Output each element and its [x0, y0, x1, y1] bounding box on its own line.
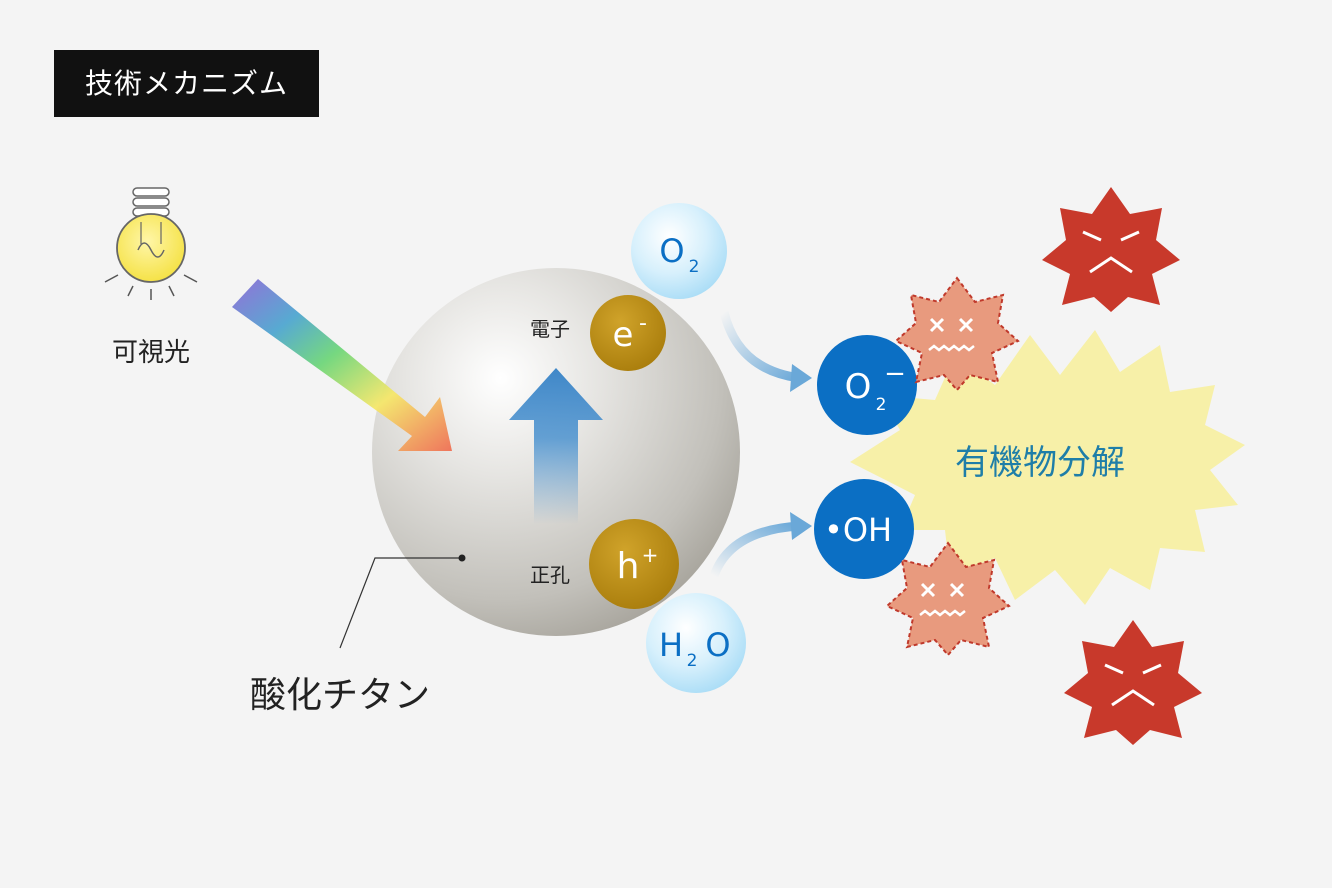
superoxide-sub: 2 — [876, 395, 887, 415]
hole-symbol: h — [617, 546, 640, 587]
hydroxyl-label: •OH — [824, 511, 892, 549]
hole-label: 正孔 — [530, 563, 570, 587]
hole-circle — [589, 519, 679, 609]
o2-base: O — [659, 232, 684, 270]
h2o-sub: 2 — [687, 651, 698, 671]
decomposition-burst — [850, 330, 1245, 605]
light-bulb-icon — [104, 187, 198, 300]
reduction-arrow — [719, 310, 801, 383]
dizzy-organic-icon — [885, 541, 1011, 657]
pointer-dot — [458, 554, 466, 562]
excitation-arrow — [509, 368, 603, 524]
h2o-h: H — [659, 626, 683, 664]
decomposition-label: 有機物分解 — [955, 443, 1125, 483]
superoxide-base: O — [845, 367, 872, 407]
title-box: 技術メカニズム — [54, 50, 319, 117]
superoxide-radical — [817, 335, 917, 435]
angry-organic-icon — [1042, 187, 1180, 312]
dizzy-organic-icon — [894, 276, 1020, 392]
h2o-molecule — [646, 593, 746, 693]
oxidation-arrowhead — [790, 512, 812, 540]
tio2-label: 酸化チタン — [250, 675, 430, 716]
o2-sub: 2 — [689, 257, 700, 277]
oxidation-arrow — [709, 521, 801, 578]
electron-circle — [590, 295, 666, 371]
pointer-line — [339, 557, 462, 649]
hole-sup: + — [642, 543, 659, 567]
h2o-o: O — [705, 626, 730, 664]
angry-organic-icon — [1064, 620, 1202, 745]
electron-symbol: e — [613, 315, 634, 355]
spectrum-arrow-icon — [232, 279, 452, 451]
electron-label: 電子 — [530, 317, 570, 341]
o2-molecule — [631, 203, 727, 299]
superoxide-sup: − — [884, 359, 906, 389]
hydroxyl-radical — [814, 479, 914, 579]
electron-sup: - — [639, 311, 647, 336]
reduction-arrowhead — [790, 364, 812, 392]
light-label: 可視光 — [112, 338, 190, 368]
